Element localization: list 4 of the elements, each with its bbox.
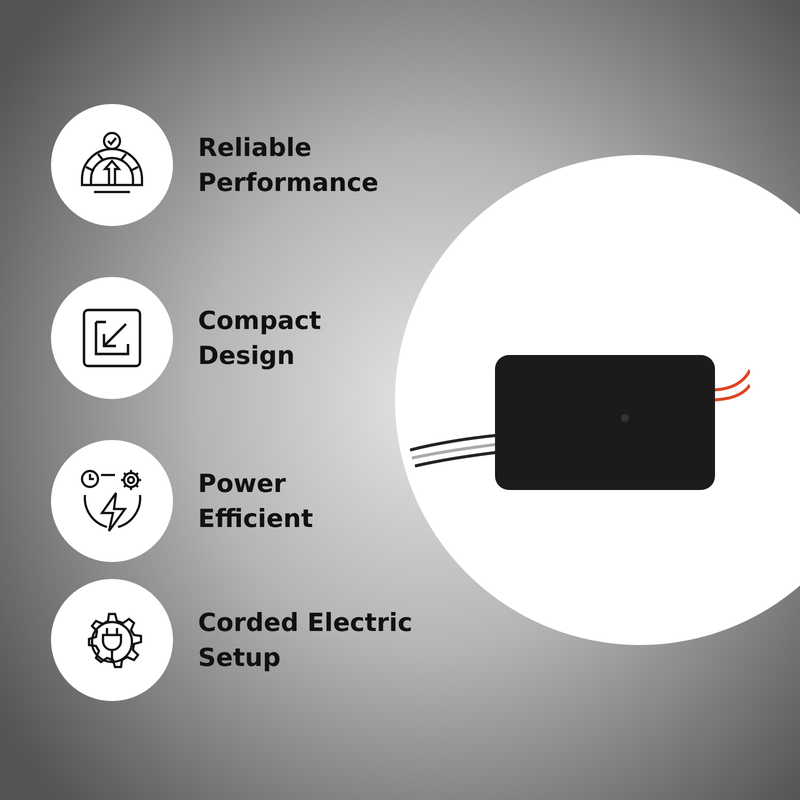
feature-label: Reliable Performance (198, 132, 380, 199)
feature-label: Corded Electric Setup (198, 607, 414, 674)
feature-label: Power Efficient (198, 468, 314, 535)
feature-label: Compact Design (198, 305, 322, 372)
